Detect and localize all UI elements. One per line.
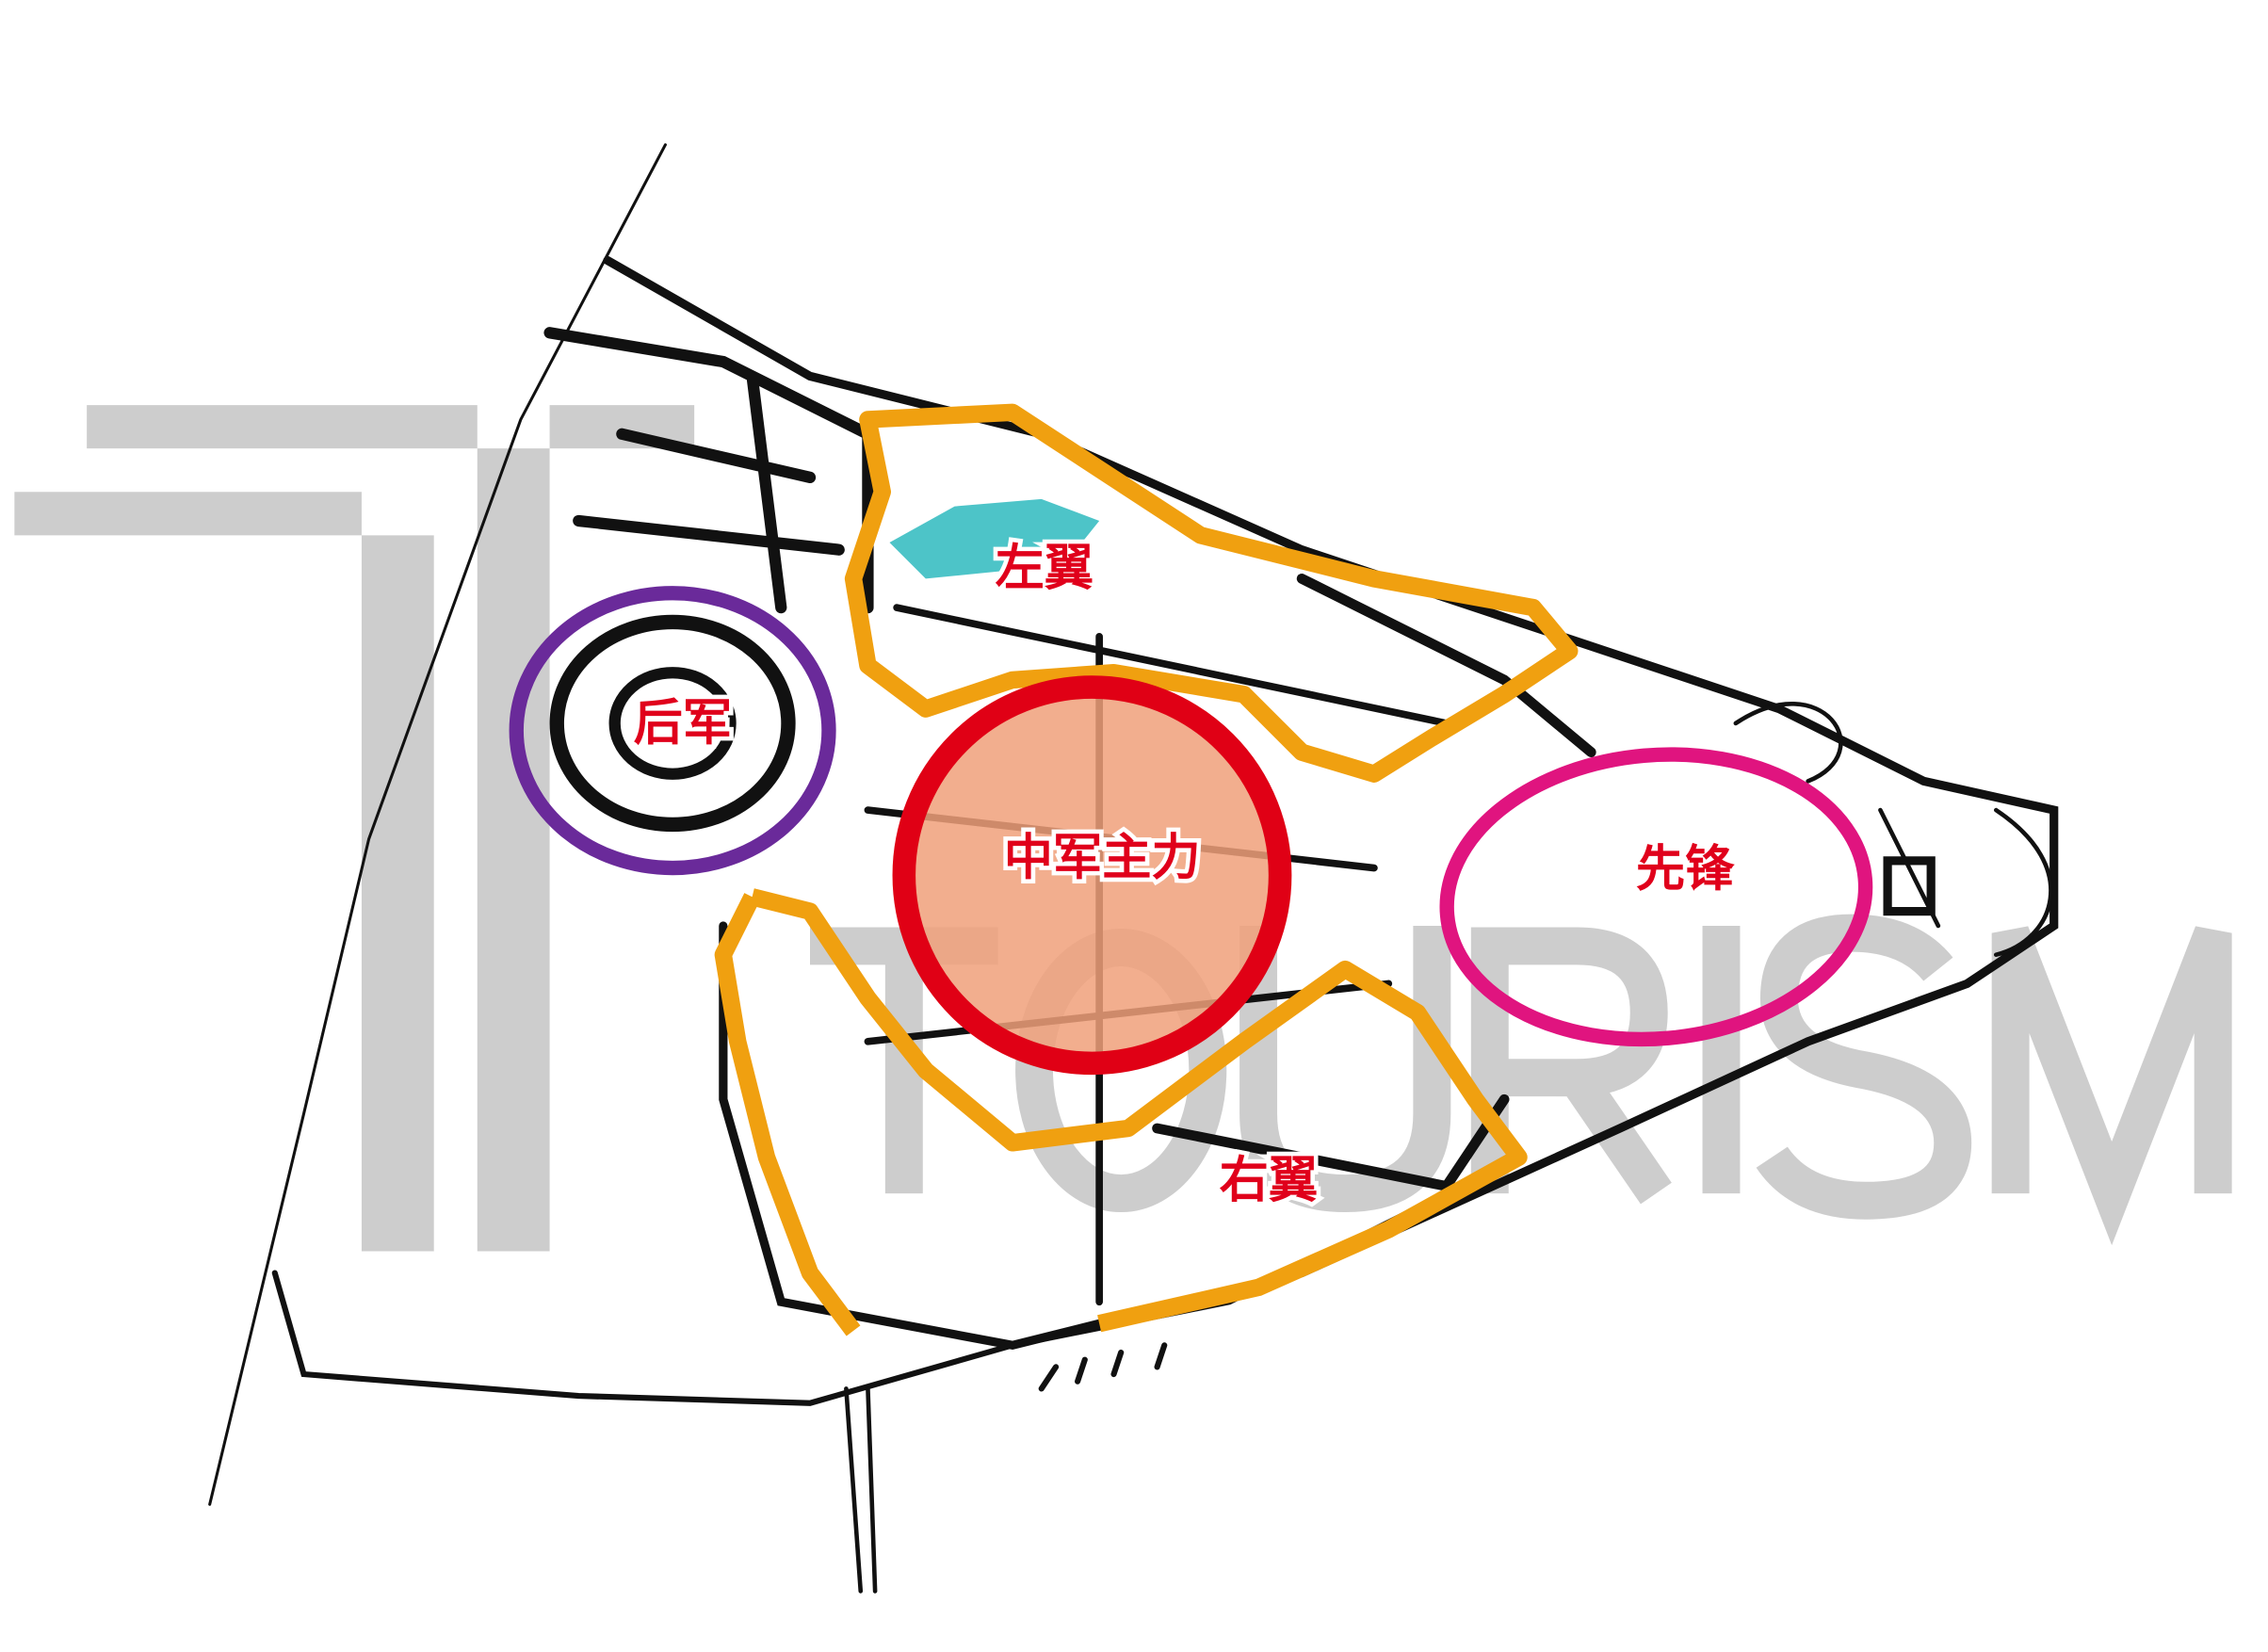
label-vanguard: 先锋	[1636, 841, 1735, 898]
watermark-logo-right	[87, 405, 695, 1252]
watermark	[14, 405, 2232, 1252]
watermark-logo-left	[14, 492, 434, 1252]
label-left-wing: 左翼	[996, 541, 1094, 597]
right-wing-outline	[714, 888, 1528, 1336]
central-main-force-fill	[906, 689, 1278, 1061]
label-right-wing: 右翼	[1220, 1152, 1318, 1208]
left-wing-outline	[844, 403, 1579, 783]
water-feature	[889, 498, 1100, 579]
label-central-main-force: 中军主力	[1004, 830, 1201, 886]
label-rear-army: 后军	[634, 695, 732, 752]
rear-army-outline	[509, 586, 836, 876]
central-main-force-outline	[892, 675, 1292, 1076]
vanguard-outline	[1439, 747, 1873, 1047]
